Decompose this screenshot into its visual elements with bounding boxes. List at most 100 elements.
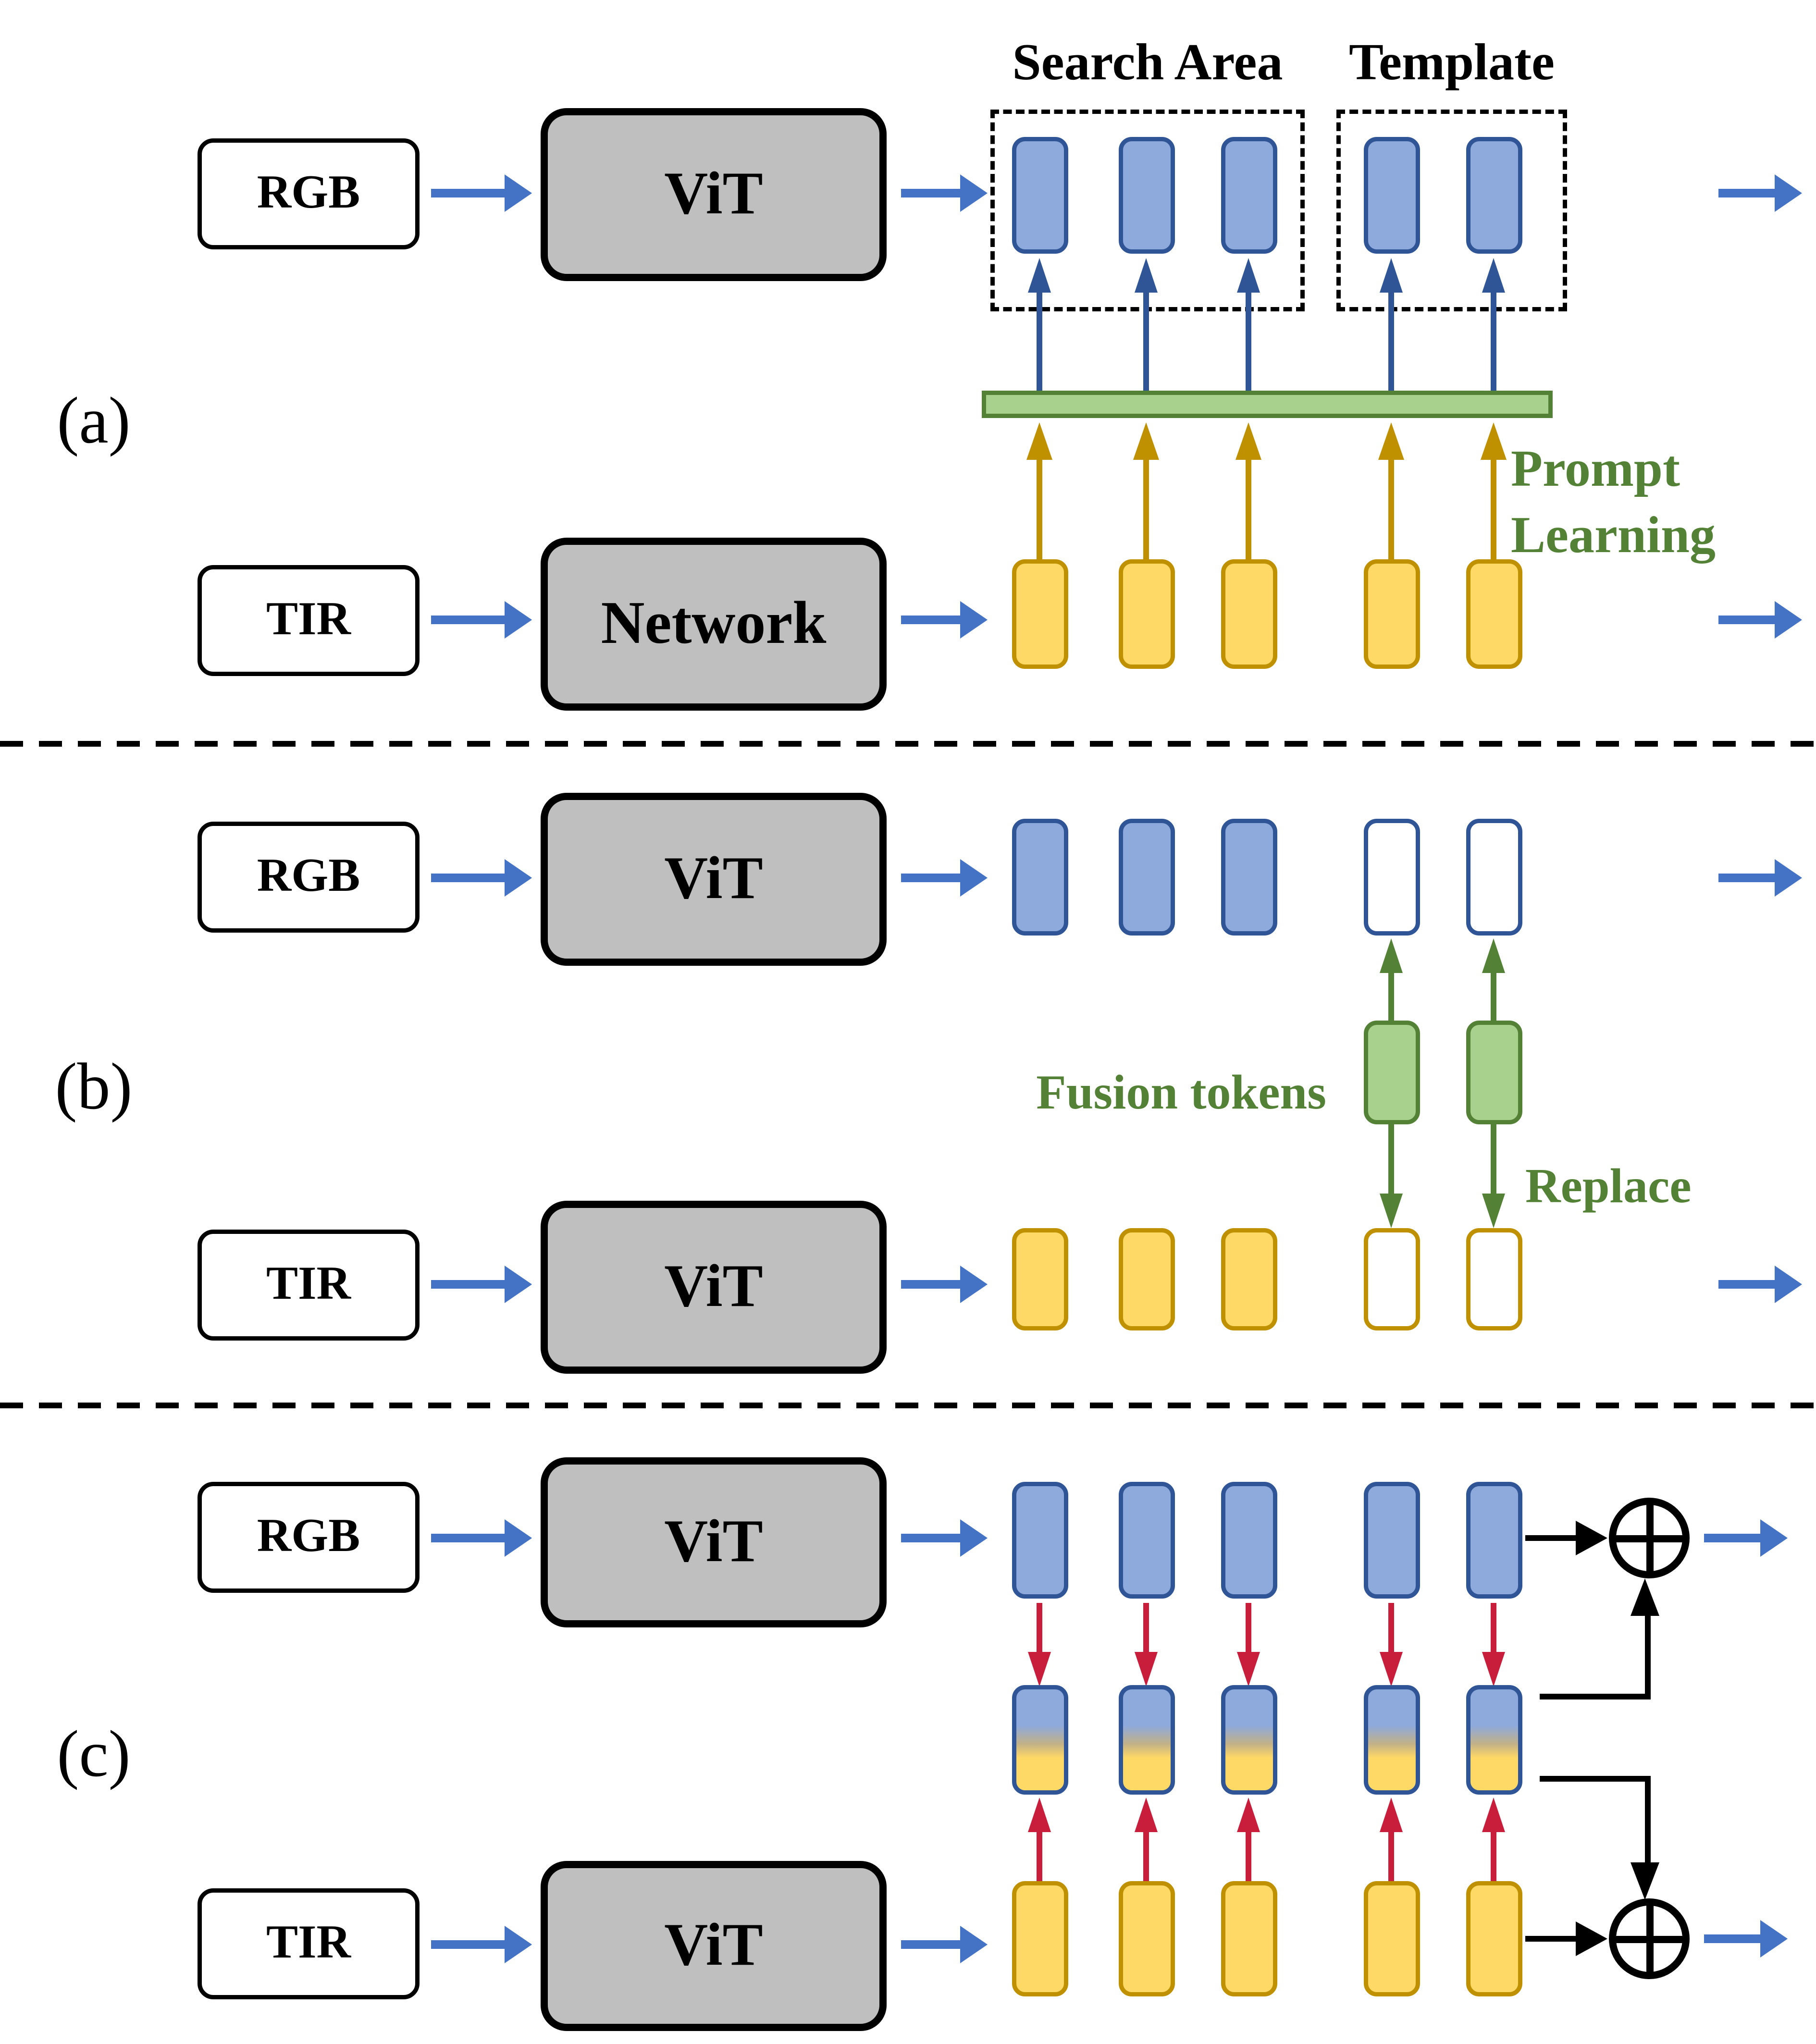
tir-up-arrow-head-icon [1378,422,1404,460]
replace-down-arrow-head-icon [1482,1194,1505,1228]
fuse-up-arrow-shaft [1388,1829,1394,1881]
tir-token [1221,1228,1277,1330]
tir-up-arrow-head-icon [1481,422,1507,460]
panel-separator [0,741,1816,747]
tir-token [1364,559,1420,669]
fuse-down-arrow-shaft [1037,1603,1042,1655]
rgb-token [1119,1482,1175,1599]
tir-token [1466,559,1522,669]
arrow-head-icon [1775,601,1802,639]
arrow-rgb-to-vit-b [431,859,532,897]
fuse-down-arrow-head-icon [1237,1652,1260,1687]
arrow-tir-to-vit-c [431,1926,532,1963]
panel-separator [0,1403,1816,1408]
arrow-vit-to-tokens-tir-b [901,1266,988,1303]
tir-token-empty [1364,1228,1420,1330]
rgb-token [1119,819,1175,936]
fuse-up-arrow-shaft [1491,1829,1496,1881]
tir-token [1012,1881,1068,1996]
arrow-shaft [901,189,963,197]
fuse-up-arrow-head-icon [1380,1798,1403,1832]
rgb-token [1012,819,1068,936]
prompt-up-arrow-head-icon [1135,258,1158,293]
rgb-token [1364,137,1420,254]
arrow-head-icon [505,1519,532,1557]
tir-token [1119,1228,1175,1330]
rgb-token [1012,1482,1068,1599]
output-arrow-rgb-c [1704,1519,1788,1557]
network-box-a: Network [541,538,887,711]
arrow-head-icon [505,174,532,212]
replace-down-arrow-head-icon [1380,1194,1403,1228]
tir-up-arrow-head-icon [1026,422,1052,460]
output-arrow-rgb-a [1718,174,1802,212]
rgb-token-empty [1466,819,1522,936]
tir-up-arrow-shaft [1388,457,1394,559]
replace-up-arrow-head-icon [1482,938,1505,973]
fuse-up-arrow-head-icon [1028,1798,1051,1832]
arrow-shaft [901,616,963,624]
tir-up-arrow-head-icon [1235,422,1261,460]
arrow-head-icon [505,859,532,897]
fused-token [1364,1685,1420,1795]
prompt-learning-bar [982,391,1553,418]
arrow-vit-to-tokens-tir-c [901,1926,988,1963]
prompt-up-arrow-shaft [1491,290,1496,391]
fused-to-top-adder-vline [1645,1613,1651,1697]
arrow-rgb-to-vit-a [431,174,532,212]
arrow-shaft [1718,616,1778,624]
rgb-vit-box-b: ViT [541,793,887,966]
rgb-vit-box-c: ViT [541,1457,887,1627]
tir-token-empty [1466,1228,1522,1330]
output-arrow-rgb-b [1718,859,1802,897]
panel-a-label: (a) [57,383,131,457]
arrow-head-icon [1775,859,1802,897]
tir-token [1221,1881,1277,1996]
fused-token [1119,1685,1175,1795]
arrow-shaft [901,1940,963,1949]
rgb-token [1221,1482,1277,1599]
arrow-head-icon [960,174,988,212]
arrow-head-icon [505,1266,532,1303]
arrow-shaft [431,874,507,882]
fuse-up-arrow-shaft [1037,1829,1042,1881]
arrow-head-icon [505,601,532,639]
fused-token [1221,1685,1277,1795]
template-dashed-box [1336,110,1567,311]
fuse-up-arrow-head-icon [1237,1798,1260,1832]
rgb-token [1221,819,1277,936]
arrow-head-icon [960,1519,988,1557]
tir-token [1119,559,1175,669]
prompt-up-arrow-shaft [1037,290,1042,391]
replace-up-arrow-shaft [1388,970,1394,1022]
arrow-head-icon [505,1926,532,1963]
rgb-token [1221,137,1277,254]
search-area-heading: Search Area [1012,33,1283,91]
arrow-shaft [431,1940,507,1949]
fuse-down-arrow-shaft [1246,1603,1251,1655]
tir-up-arrow-shaft [1037,457,1042,559]
tir-input-box-a: TIR [198,565,420,676]
tir-token [1119,1881,1175,1996]
arrow-shaft [431,1534,507,1542]
adder-plus-icon-top [1609,1498,1690,1578]
replace-up-arrow-shaft [1491,970,1496,1022]
panel-c-label: (c) [57,1717,131,1790]
tir-up-arrow-shaft [1246,457,1251,559]
tir-to-adder-shaft [1525,1936,1580,1942]
arrow-network-to-tokens-a [901,601,988,639]
rgb-token [1466,1482,1522,1599]
prompt-up-arrow-shaft [1246,290,1251,391]
fuse-up-arrow-shaft [1143,1829,1149,1881]
fused-to-top-adder-hline [1540,1694,1651,1699]
fuse-up-arrow-head-icon [1482,1798,1505,1832]
fusion-tokens-label: Fusion tokens [1036,1067,1326,1120]
rgb-to-adder-shaft [1525,1535,1580,1541]
fuse-down-arrow-head-icon [1380,1652,1403,1687]
tir-input-box-c: TIR [198,1888,420,1999]
fusion-token [1364,1021,1420,1124]
arrow-tir-to-network-a [431,601,532,639]
arrow-shaft [431,616,507,624]
